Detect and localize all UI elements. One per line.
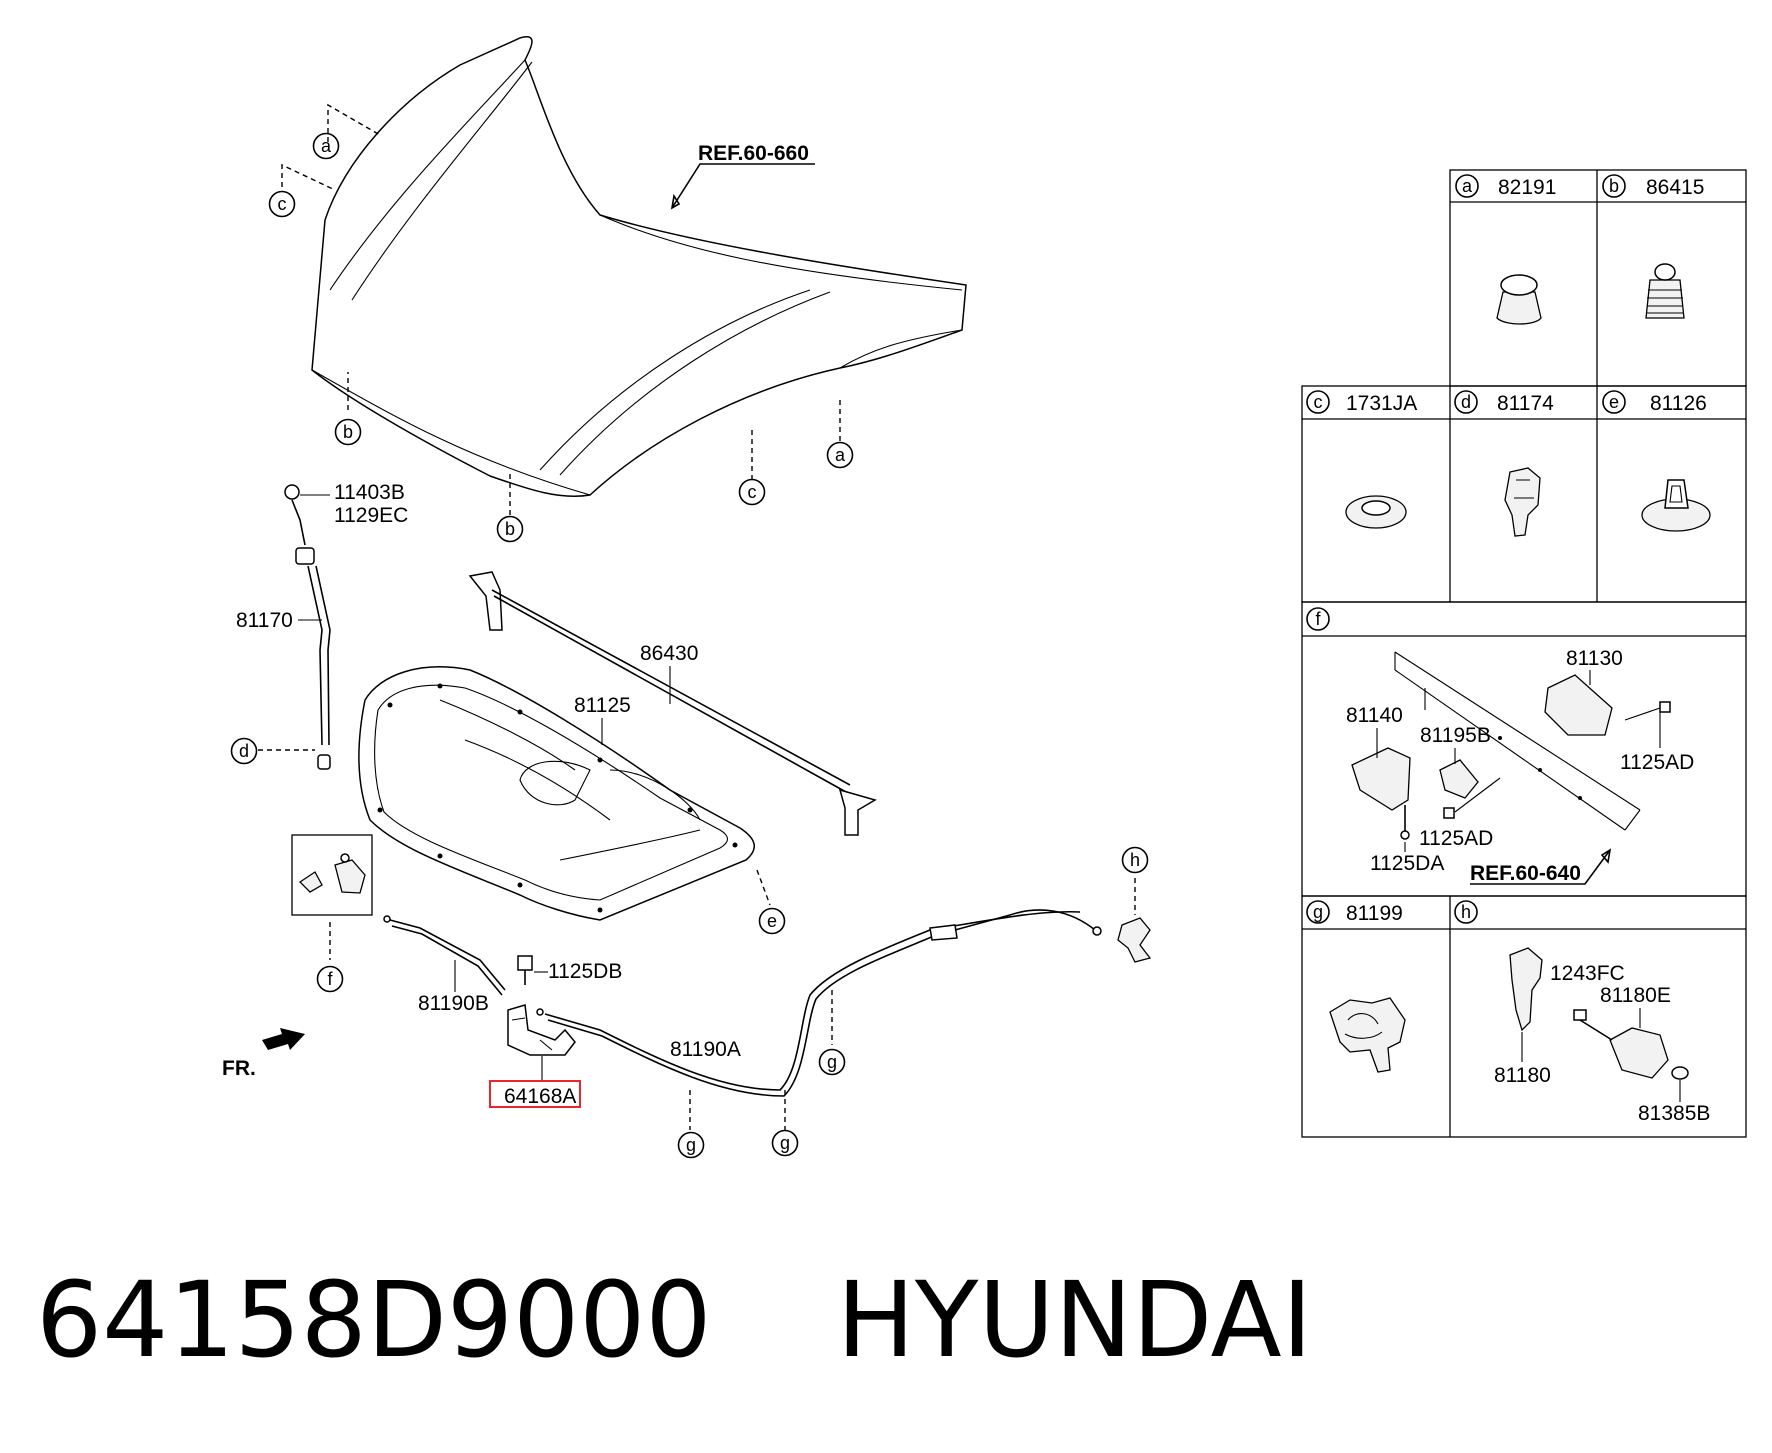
- clip-81174-icon: [1504, 467, 1541, 537]
- callout-b-left: b: [334, 418, 362, 446]
- legend-f-1125AD-b: 1125AD: [1419, 827, 1493, 850]
- latch-handle-h: [1117, 917, 1152, 963]
- part-86430: 86430: [640, 642, 698, 665]
- callout-e: e: [758, 907, 786, 935]
- hood-stay-rod: [284, 484, 331, 770]
- callout-g-2: g: [771, 1129, 799, 1157]
- footer-brand: HYUNDAI: [836, 1259, 1313, 1381]
- svg-text:a: a: [1462, 176, 1473, 196]
- svg-text:g: g: [686, 1135, 696, 1155]
- svg-text:f: f: [1315, 609, 1321, 629]
- svg-text:h: h: [1461, 902, 1471, 922]
- svg-text:a: a: [321, 136, 332, 156]
- callout-a-right: a: [826, 441, 854, 469]
- legend-f-1125AD-a: 1125AD: [1620, 751, 1694, 774]
- legend-d-part: 81174: [1497, 392, 1554, 415]
- svg-text:g: g: [780, 1133, 790, 1153]
- legend-g-part: 81199: [1346, 902, 1403, 925]
- front-label: FR.: [222, 1057, 256, 1080]
- part-64168A: 64168A: [504, 1085, 576, 1108]
- legend-grid: [1301, 169, 1747, 1138]
- hood-insulator: [358, 666, 755, 921]
- svg-text:c: c: [748, 482, 757, 502]
- callout-g-1: g: [677, 1131, 705, 1159]
- callout-h: h: [1121, 846, 1149, 874]
- front-arrow-icon: [262, 1028, 305, 1050]
- svg-text:c: c: [278, 194, 287, 214]
- cable-81190B: [383, 915, 506, 996]
- legend-a-part: 82191: [1498, 176, 1556, 199]
- footer-caption: 64158D9000 HYUNDAI: [36, 1268, 1312, 1372]
- footer-part-number: 64158D9000: [36, 1259, 712, 1381]
- legend-d-circle: d: [1454, 390, 1478, 414]
- cable-clip-81199-icon: [1329, 997, 1406, 1073]
- legend-g-circle: g: [1306, 900, 1330, 924]
- legend-b-part: 86415: [1646, 176, 1704, 199]
- svg-text:f: f: [327, 969, 333, 989]
- callout-f: f: [316, 965, 344, 993]
- bolt-1125DB: [517, 955, 533, 985]
- callout-a-top: a: [312, 132, 340, 160]
- part-1129EC: 1129EC: [334, 504, 408, 527]
- svg-text:b: b: [1609, 176, 1619, 196]
- latch-inset-parts: [298, 853, 366, 894]
- legend-f-ref: REF.60-640: [1470, 862, 1581, 885]
- svg-text:e: e: [767, 911, 777, 931]
- grommet-1731JA-icon: [1345, 495, 1407, 529]
- svg-text:d: d: [1461, 392, 1471, 412]
- part-81190B: 81190B: [418, 992, 489, 1015]
- legend-h-81180: 81180: [1494, 1064, 1551, 1087]
- callout-c-mid: c: [738, 478, 766, 506]
- legend-f-81130: 81130: [1566, 647, 1623, 670]
- svg-text:d: d: [239, 741, 249, 761]
- latch-assembly-f: [1351, 651, 1671, 840]
- part-81125: 81125: [574, 694, 631, 717]
- latch-inset-box: [291, 834, 373, 916]
- hood-ref-label: REF.60-660: [698, 142, 809, 165]
- legend-h-1243FC: 1243FC: [1550, 962, 1625, 985]
- legend-f-81195B: 81195B: [1420, 724, 1491, 747]
- callout-b-mid: b: [496, 515, 524, 543]
- bumper-86415-icon: [1645, 263, 1685, 319]
- part-81190A: 81190A: [670, 1038, 741, 1061]
- svg-text:b: b: [343, 422, 353, 442]
- svg-text:g: g: [827, 1052, 837, 1072]
- legend-h-81180E: 81180E: [1600, 984, 1671, 1007]
- part-11403B: 11403B: [334, 481, 405, 504]
- callout-d: d: [230, 737, 258, 765]
- legend-e-part: 81126: [1650, 392, 1707, 415]
- legend-f-81140: 81140: [1346, 704, 1403, 727]
- bracket-64168A: [507, 1004, 576, 1056]
- svg-text:c: c: [1314, 392, 1323, 412]
- legend-a-circle: a: [1455, 174, 1479, 198]
- clip-81126-icon: [1641, 479, 1711, 532]
- svg-text:e: e: [1609, 392, 1619, 412]
- hood-panel: [311, 36, 967, 498]
- cable-81190A: [536, 909, 1102, 1097]
- legend-b-circle: b: [1602, 174, 1626, 198]
- legend-h-81385B: 81385B: [1638, 1102, 1710, 1125]
- legend-h-circle: h: [1454, 900, 1478, 924]
- callout-g-3: g: [818, 1048, 846, 1076]
- svg-text:h: h: [1130, 850, 1140, 870]
- grommet-82191-icon: [1496, 274, 1542, 325]
- legend-f-1125DA: 1125DA: [1370, 852, 1444, 875]
- part-81170: 81170: [236, 609, 293, 632]
- release-handle-h-icon: [1509, 947, 1689, 1080]
- svg-text:a: a: [835, 445, 846, 465]
- callout-c-top: c: [268, 190, 296, 218]
- svg-text:b: b: [505, 519, 515, 539]
- part-1125DB: 1125DB: [548, 960, 622, 983]
- legend-c-circle: c: [1306, 390, 1330, 414]
- legend-e-circle: e: [1602, 390, 1626, 414]
- svg-text:g: g: [1313, 902, 1323, 922]
- highlight-box-64168A: [489, 1080, 581, 1108]
- legend-f-circle: f: [1306, 607, 1330, 631]
- legend-c-part: 1731JA: [1346, 392, 1417, 415]
